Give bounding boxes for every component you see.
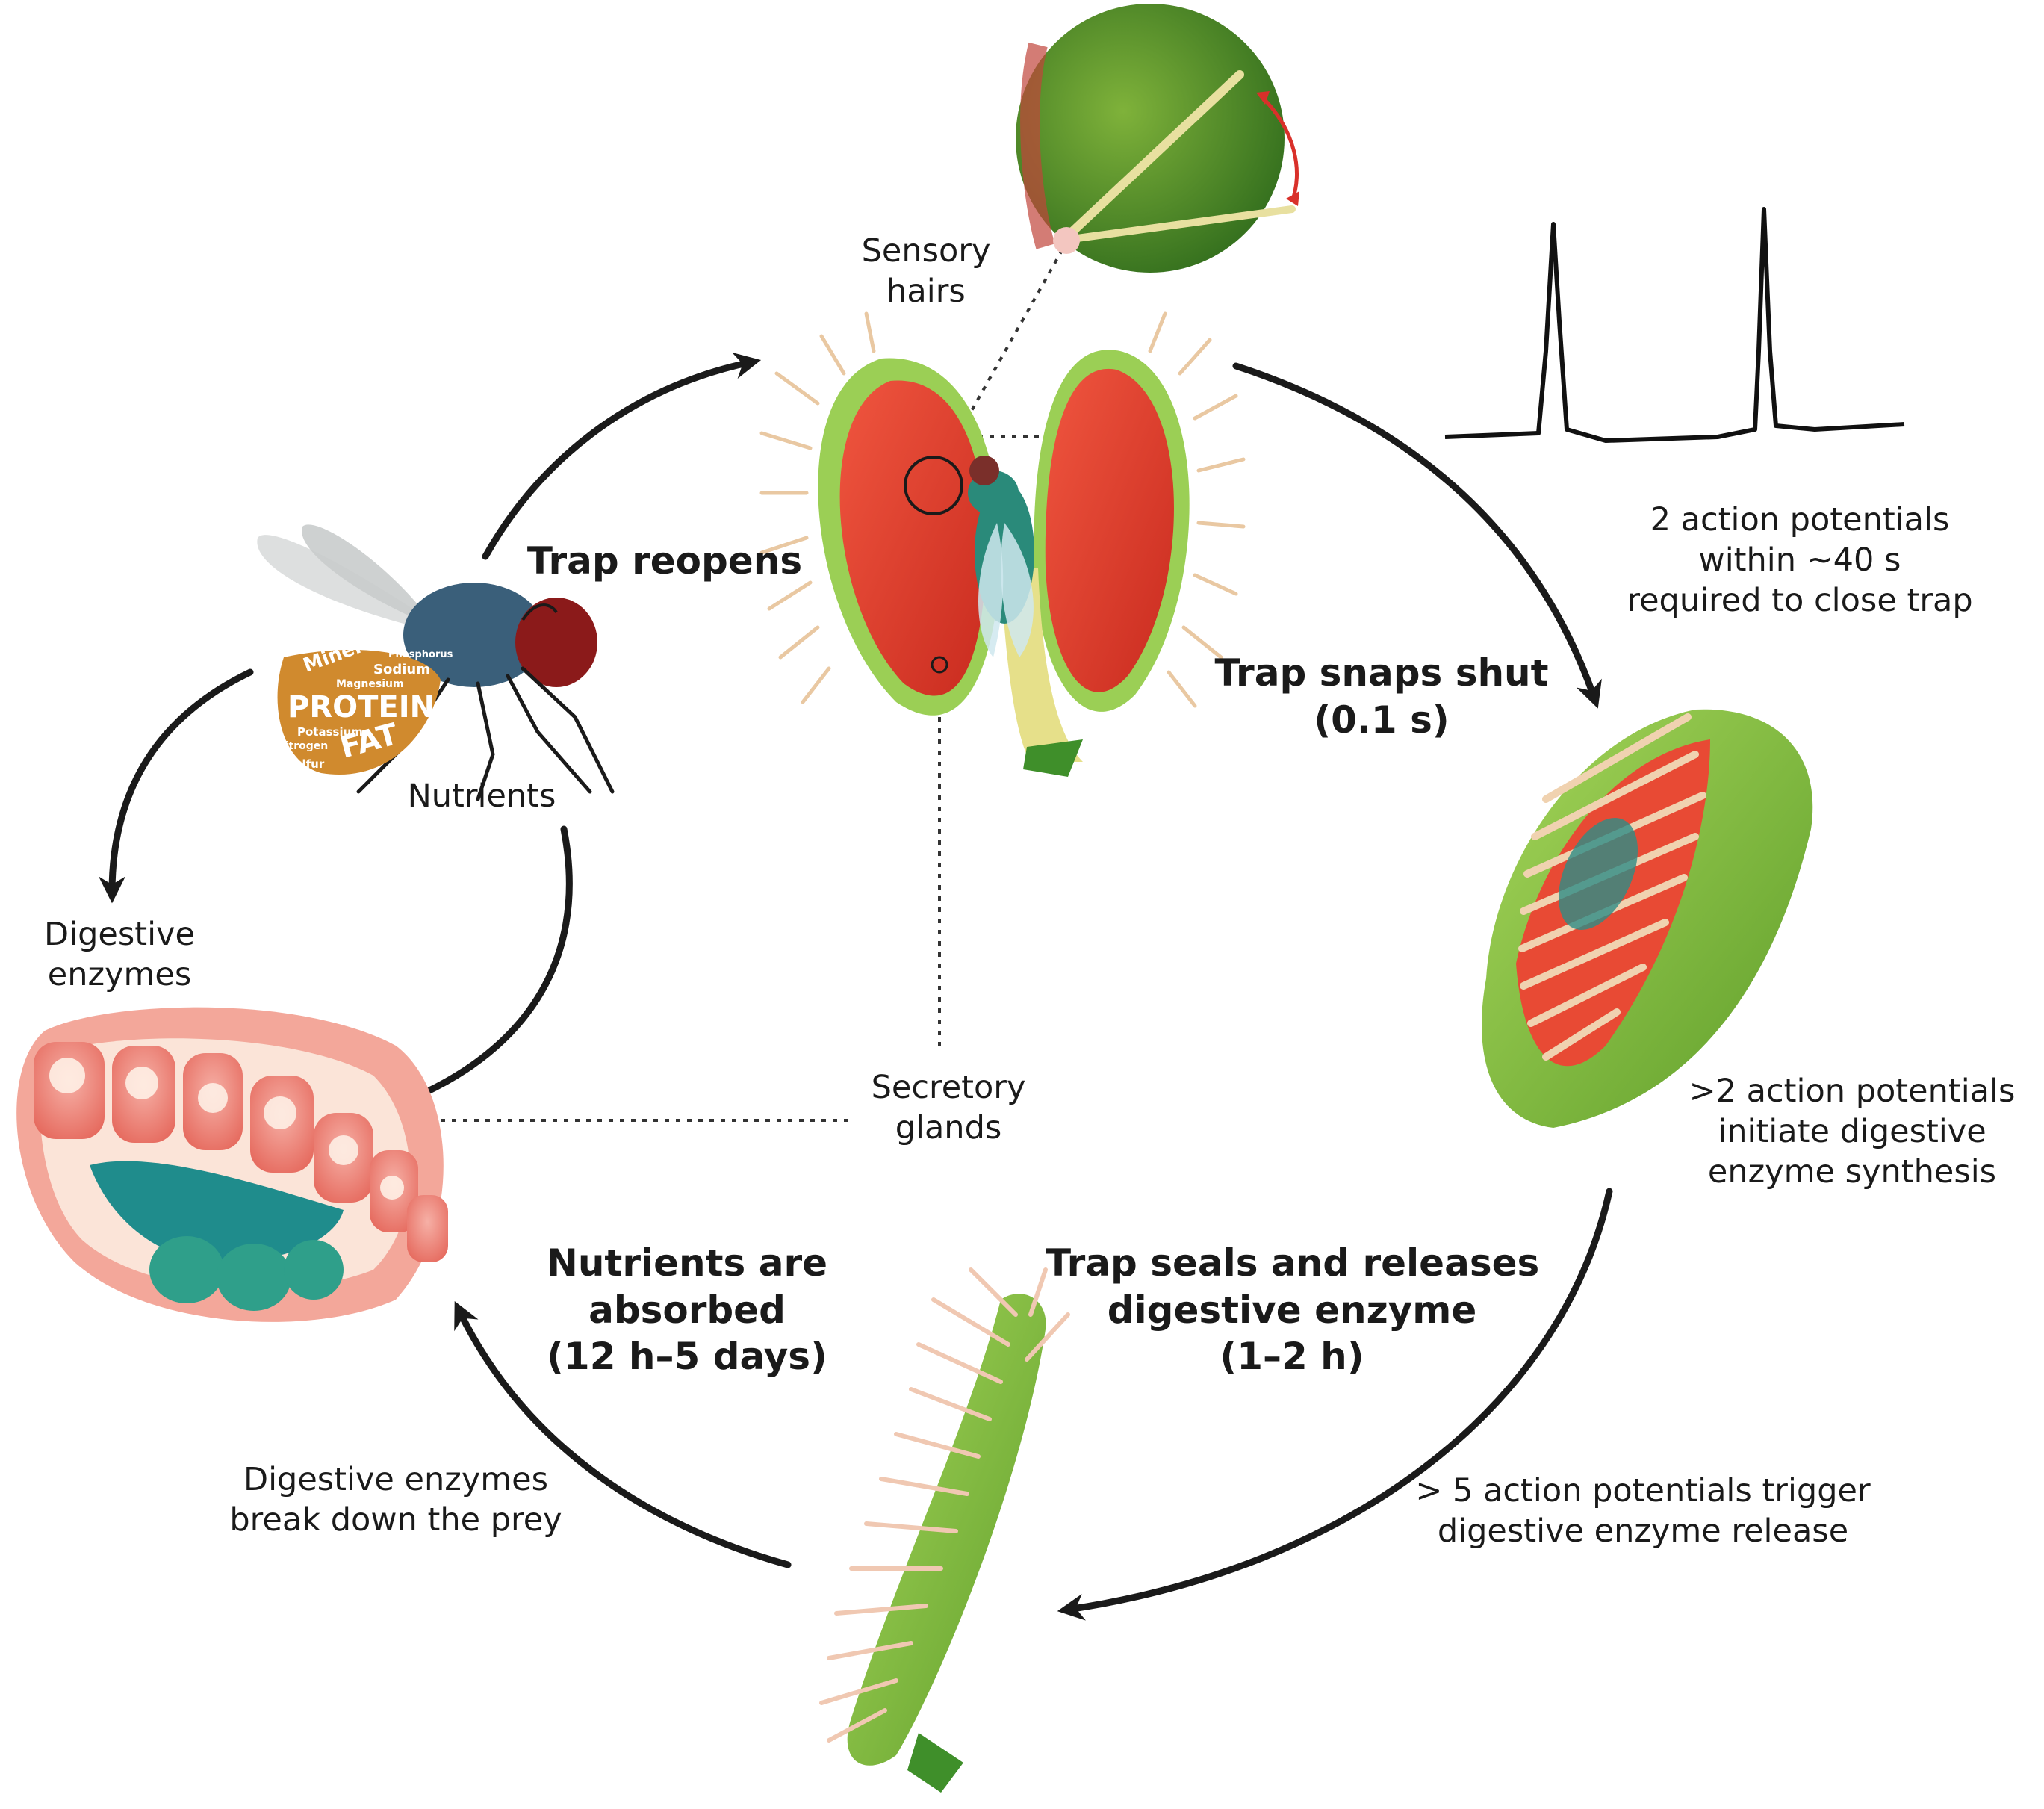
arrow-nutrients-absorbed — [454, 1301, 792, 1568]
digestive-gland-section — [16, 1007, 448, 1322]
fly-with-nutrients: Minerals Phosphorus Sodium Magnesium PRO… — [257, 524, 615, 801]
bending-arrow-icon — [1261, 96, 1299, 202]
fly-on-trap — [968, 456, 1034, 657]
arrow-fly-to-enzymes — [99, 668, 254, 904]
label-trap-reopens: Trap reopens — [526, 539, 803, 583]
nutrient-word: Sulfur — [286, 757, 325, 771]
nutrient-word: Sodium — [373, 662, 430, 677]
fly-thorax — [403, 583, 545, 687]
arrow-to-sealed-trap — [1057, 1188, 1613, 1621]
open-trap — [759, 311, 1246, 777]
action-potential-trace — [1444, 207, 1905, 443]
nutrient-word: Phosphorus — [388, 649, 453, 660]
nutrient-word: PROTEIN — [288, 690, 435, 724]
label-trap-snaps-shut: Trap snaps shut(0.1 s) — [1214, 651, 1549, 742]
nutrient-word: Nitrogen — [276, 740, 328, 752]
closed-trap — [1482, 709, 1813, 1128]
nutrient-word: Magnesium — [336, 678, 404, 690]
dotted-guides — [396, 246, 1072, 1122]
sensory-hair-zoom — [1016, 4, 1299, 273]
sensory-hair-marker — [904, 456, 963, 515]
cycle-arrows — [99, 352, 1613, 1621]
nutrient-word: Potassium — [297, 725, 363, 739]
arrow-trap-snaps-shut — [1232, 362, 1602, 709]
arrow-to-open-trap — [482, 352, 762, 560]
secretory-gland-marker — [931, 656, 948, 674]
sealed-trap — [819, 1267, 1070, 1793]
fly-head — [515, 598, 597, 687]
label-nutrients: Nutrients — [407, 778, 556, 815]
nutrient-abdomen — [277, 650, 441, 775]
